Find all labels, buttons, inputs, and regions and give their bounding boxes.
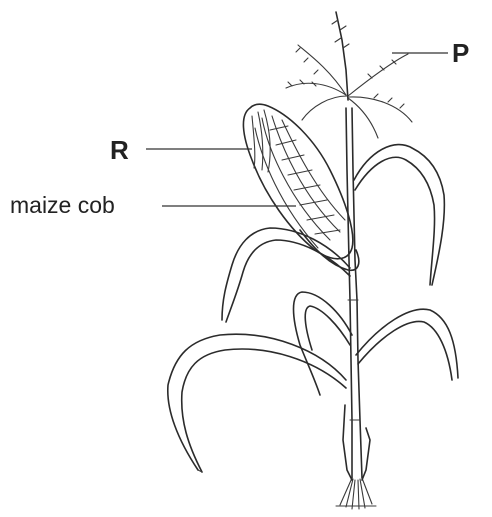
tassel-p <box>286 12 412 138</box>
label-r: R <box>110 137 129 163</box>
leaf-lower-right <box>356 309 458 380</box>
leaf-upper-left <box>222 228 350 322</box>
leaf-upper-right <box>354 145 444 285</box>
leaf-sheath-base <box>343 405 370 480</box>
stem <box>346 108 362 478</box>
leaf-lower-left <box>168 334 346 472</box>
leaf-middle <box>294 292 353 395</box>
label-p: P <box>452 40 469 66</box>
label-maize-cob: maize cob <box>10 194 115 217</box>
roots <box>336 478 376 509</box>
silk-r <box>252 110 270 172</box>
